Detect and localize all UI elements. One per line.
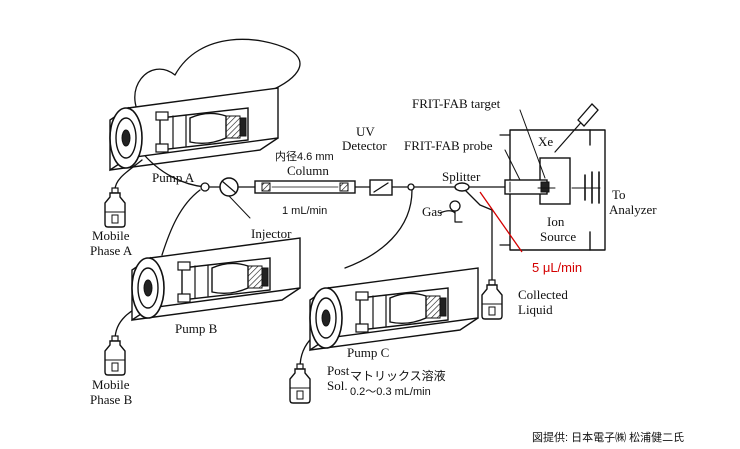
post-solution-bottle — [289, 363, 311, 404]
post-solution-label-2: Sol. — [327, 378, 348, 393]
collected-liquid-bottle — [481, 279, 503, 320]
splitter-label: Splitter — [442, 169, 481, 184]
pump-c-label: Pump C — [347, 345, 389, 360]
uv-detector — [369, 179, 393, 196]
mobile-phase-b-label-2: Phase B — [90, 392, 133, 407]
uv-label-1: UV — [356, 124, 375, 139]
to-analyzer-label-1: To — [612, 187, 626, 202]
frit-target-leader — [519, 109, 546, 179]
xe-label: Xe — [538, 134, 553, 149]
post-column-junction — [407, 183, 415, 191]
pump-c — [309, 267, 479, 351]
injector — [219, 177, 251, 219]
column-dimension-label: 内径4.6 mm — [275, 149, 334, 163]
column-flow-label: 1 mL/min — [282, 205, 327, 217]
matrix-flow-label: 0.2〜0.3 mL/min — [350, 386, 431, 398]
collected-liquid-label-1: Collected — [518, 287, 568, 302]
mobile-phase-b-bottle — [104, 335, 126, 376]
pump-a-label: Pump A — [152, 170, 195, 185]
gas-label: Gas — [422, 204, 442, 219]
ion-label-2: Source — [540, 229, 576, 244]
mobile-phase-a-label-1: Mobile — [92, 228, 130, 243]
flow-split-leader — [479, 191, 523, 253]
ion-source-housing — [499, 103, 606, 251]
gas-valve — [449, 200, 463, 223]
image-credit: 図提供: 日本電子㈱ 松浦健二氏 — [532, 430, 684, 444]
pump-b — [131, 237, 301, 321]
mobile-phase-a-label-2: Phase A — [90, 243, 133, 258]
splitter — [454, 182, 470, 192]
mobile-phase-a-bottle — [104, 187, 126, 228]
column — [254, 180, 356, 194]
mobile-phase-b-label-1: Mobile — [92, 377, 130, 392]
frit-probe-leader — [504, 149, 521, 181]
to-analyzer-label-2: Analyzer — [609, 202, 657, 217]
frit-fab-probe-label: FRIT-FAB probe — [404, 138, 493, 153]
split-flow-label: 5 μL/min — [532, 260, 582, 275]
frit-fab-target-label: FRIT-FAB target — [412, 96, 501, 111]
mixing-tee — [200, 182, 210, 192]
post-solution-label-1: Post — [327, 363, 350, 378]
matrix-solution-label: マトリックス溶液 — [350, 368, 446, 383]
uv-label-2: Detector — [342, 138, 387, 153]
column-label: Column — [287, 163, 329, 178]
ion-label-1: Ion — [547, 214, 565, 229]
pump-b-label: Pump B — [175, 321, 218, 336]
collected-liquid-label-2: Liquid — [518, 302, 553, 317]
injector-label: Injector — [251, 226, 292, 241]
